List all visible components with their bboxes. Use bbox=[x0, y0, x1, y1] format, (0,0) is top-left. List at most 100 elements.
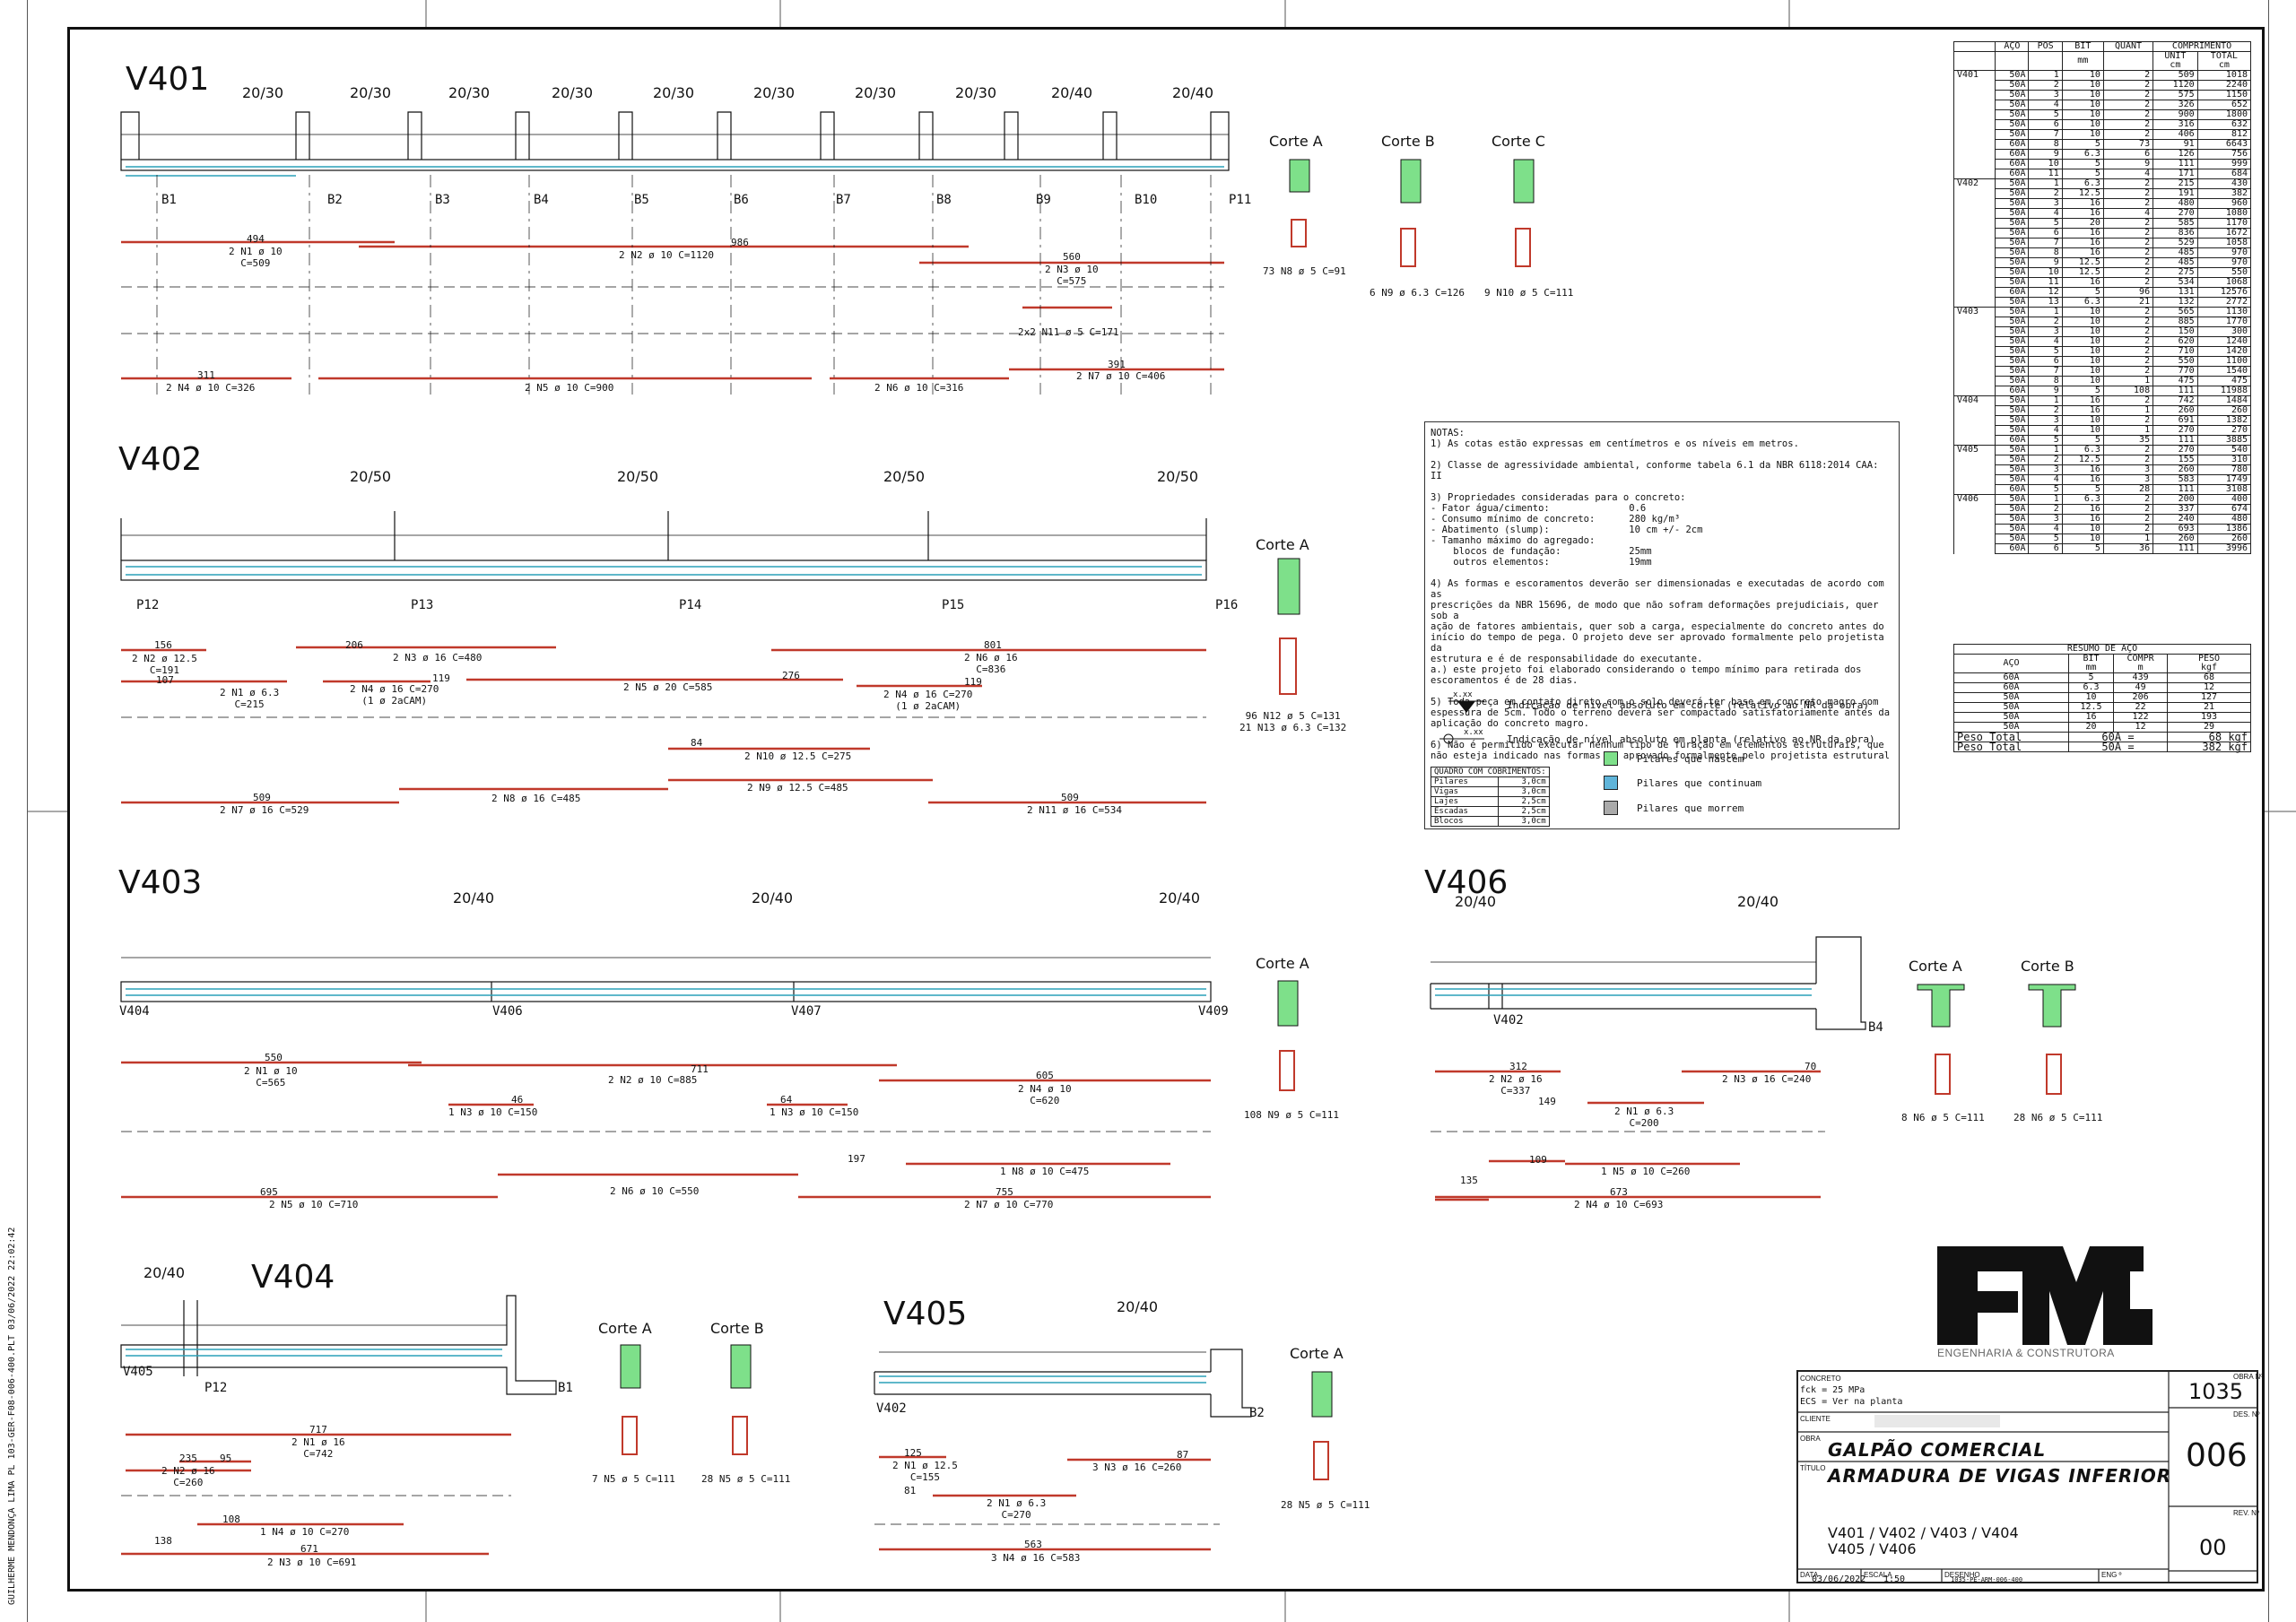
v401-section-6: 20/30 bbox=[753, 84, 796, 101]
v406-cut-b-note: 28 N6 ø 5 C=111 bbox=[2013, 1112, 2103, 1123]
tb-eng-label: ENG º bbox=[2101, 1571, 2122, 1579]
v402-len-3: 801 bbox=[984, 639, 1002, 651]
v402-section-4: 20/50 bbox=[1157, 468, 1199, 485]
v406-cut-a: Corte A bbox=[1909, 958, 1962, 975]
v401-support-7: B7 bbox=[836, 193, 851, 207]
v401-bar-n3: 2 N3 ø 10 C=575 bbox=[1045, 264, 1099, 287]
tb-rev-label: REV. Nº bbox=[2233, 1509, 2259, 1517]
v401-section-1: 20/30 bbox=[242, 84, 284, 101]
v405-section: 20/40 bbox=[1117, 1298, 1159, 1315]
v404-bar-n3: 2 N3 ø 10 C=691 bbox=[267, 1557, 357, 1568]
legend-nascem-swatch bbox=[1604, 751, 1618, 766]
tb-data: 03/06/2022 bbox=[1812, 1574, 1866, 1584]
v403-support-4: V409 bbox=[1198, 1004, 1229, 1019]
v401-cut-c-note: 9 N10 ø 5 C=111 bbox=[1484, 287, 1574, 299]
beam-title-v401: V401 bbox=[126, 61, 210, 98]
v402-len-10: 509 bbox=[1061, 792, 1079, 803]
tb-concreto-label: CONCRETO bbox=[1800, 1375, 1841, 1383]
v403-bar-n8: 1 N8 ø 10 C=475 bbox=[1000, 1166, 1090, 1177]
v401-cut-b-note: 6 N9 ø 6.3 C=126 bbox=[1370, 287, 1465, 299]
v402-support-5: P16 bbox=[1215, 598, 1239, 612]
v401-support-3: B3 bbox=[435, 193, 450, 207]
v406-bar-n1: 2 N1 ø 6.3 C=200 bbox=[1614, 1106, 1674, 1129]
v402-bar-n1: 2 N1 ø 6.3 C=215 bbox=[220, 687, 280, 710]
v403-bar-n3a: 1 N3 ø 10 C=150 bbox=[448, 1106, 538, 1118]
v401-support-5: B5 bbox=[634, 193, 649, 207]
v406-bar-n2: 2 N2 ø 16 C=337 bbox=[1489, 1073, 1543, 1097]
v402-section-3: 20/50 bbox=[883, 468, 926, 485]
v402-len-5: 119 bbox=[432, 672, 450, 684]
level-plan-text: Indicação de nível absoluto em planta (r… bbox=[1507, 733, 1875, 745]
v401-len-5: 391 bbox=[1108, 359, 1126, 370]
v401-cut-c: Corte C bbox=[1492, 133, 1545, 150]
v401-support-2: B2 bbox=[327, 193, 343, 207]
v405-cut-a-note: 28 N5 ø 5 C=111 bbox=[1281, 1499, 1370, 1511]
tb-des-no-label: DES. Nº bbox=[2233, 1410, 2260, 1418]
v403-bar-n6: 2 N6 ø 10 C=550 bbox=[610, 1185, 700, 1197]
legend-morrem: Pilares que morrem bbox=[1637, 802, 1744, 814]
v406-bar-n4: 2 N4 ø 10 C=693 bbox=[1574, 1199, 1664, 1210]
legend-continuam-swatch bbox=[1604, 776, 1618, 790]
v402-bar-n4a: 2 N4 ø 16 C=270 (1 ø 2aCAM) bbox=[350, 683, 439, 707]
v404-len-2: 235 bbox=[179, 1453, 197, 1464]
v402-section-2: 20/50 bbox=[617, 468, 659, 485]
v404-section: 20/40 bbox=[144, 1264, 186, 1281]
general-notes: NOTAS: 1) As cotas estão expressas em ce… bbox=[1424, 421, 1900, 829]
v402-bar-n7: 2 N7 ø 16 C=529 bbox=[220, 804, 309, 816]
v401-cut-b: Corte B bbox=[1381, 133, 1435, 150]
v406-len-1: 312 bbox=[1509, 1061, 1527, 1072]
v406-section-2: 20/40 bbox=[1737, 893, 1779, 910]
v401-support-10: B10 bbox=[1135, 193, 1158, 207]
v401-support-8: B8 bbox=[936, 193, 952, 207]
v401-support-6: B6 bbox=[734, 193, 749, 207]
v403-len-5: 64 bbox=[780, 1094, 793, 1106]
v404-cut-b: Corte B bbox=[710, 1320, 764, 1337]
v404-support-v405: V405 bbox=[123, 1365, 153, 1379]
v405-bar-n4: 3 N4 ø 16 C=583 bbox=[991, 1552, 1081, 1564]
v404-support-b1: B1 bbox=[558, 1381, 573, 1395]
v402-support-1: P12 bbox=[136, 598, 160, 612]
v403-bar-n1: 2 N1 ø 10 C=565 bbox=[244, 1065, 298, 1089]
v402-bar-n9: 2 N9 ø 12.5 C=485 bbox=[747, 782, 848, 794]
v403-bar-n5: 2 N5 ø 10 C=710 bbox=[269, 1199, 359, 1210]
v406-cut-b: Corte B bbox=[2021, 958, 2074, 975]
v406-bar-n3: 2 N3 ø 16 C=240 bbox=[1722, 1073, 1812, 1085]
v401-bar-n1: 2 N1 ø 10 C=509 bbox=[229, 246, 283, 269]
level-cut-symbol: x.xx bbox=[1453, 690, 1473, 699]
v402-len-6: 276 bbox=[782, 670, 800, 681]
v406-section-1: 20/40 bbox=[1455, 893, 1497, 910]
tb-cliente-label: CLIENTE bbox=[1800, 1415, 1831, 1423]
v404-bar-n4: 1 N4 ø 10 C=270 bbox=[260, 1526, 350, 1538]
v402-len-2: 206 bbox=[345, 639, 363, 651]
v404-cut-a: Corte A bbox=[598, 1320, 652, 1337]
v403-section-2: 20/40 bbox=[752, 889, 794, 906]
